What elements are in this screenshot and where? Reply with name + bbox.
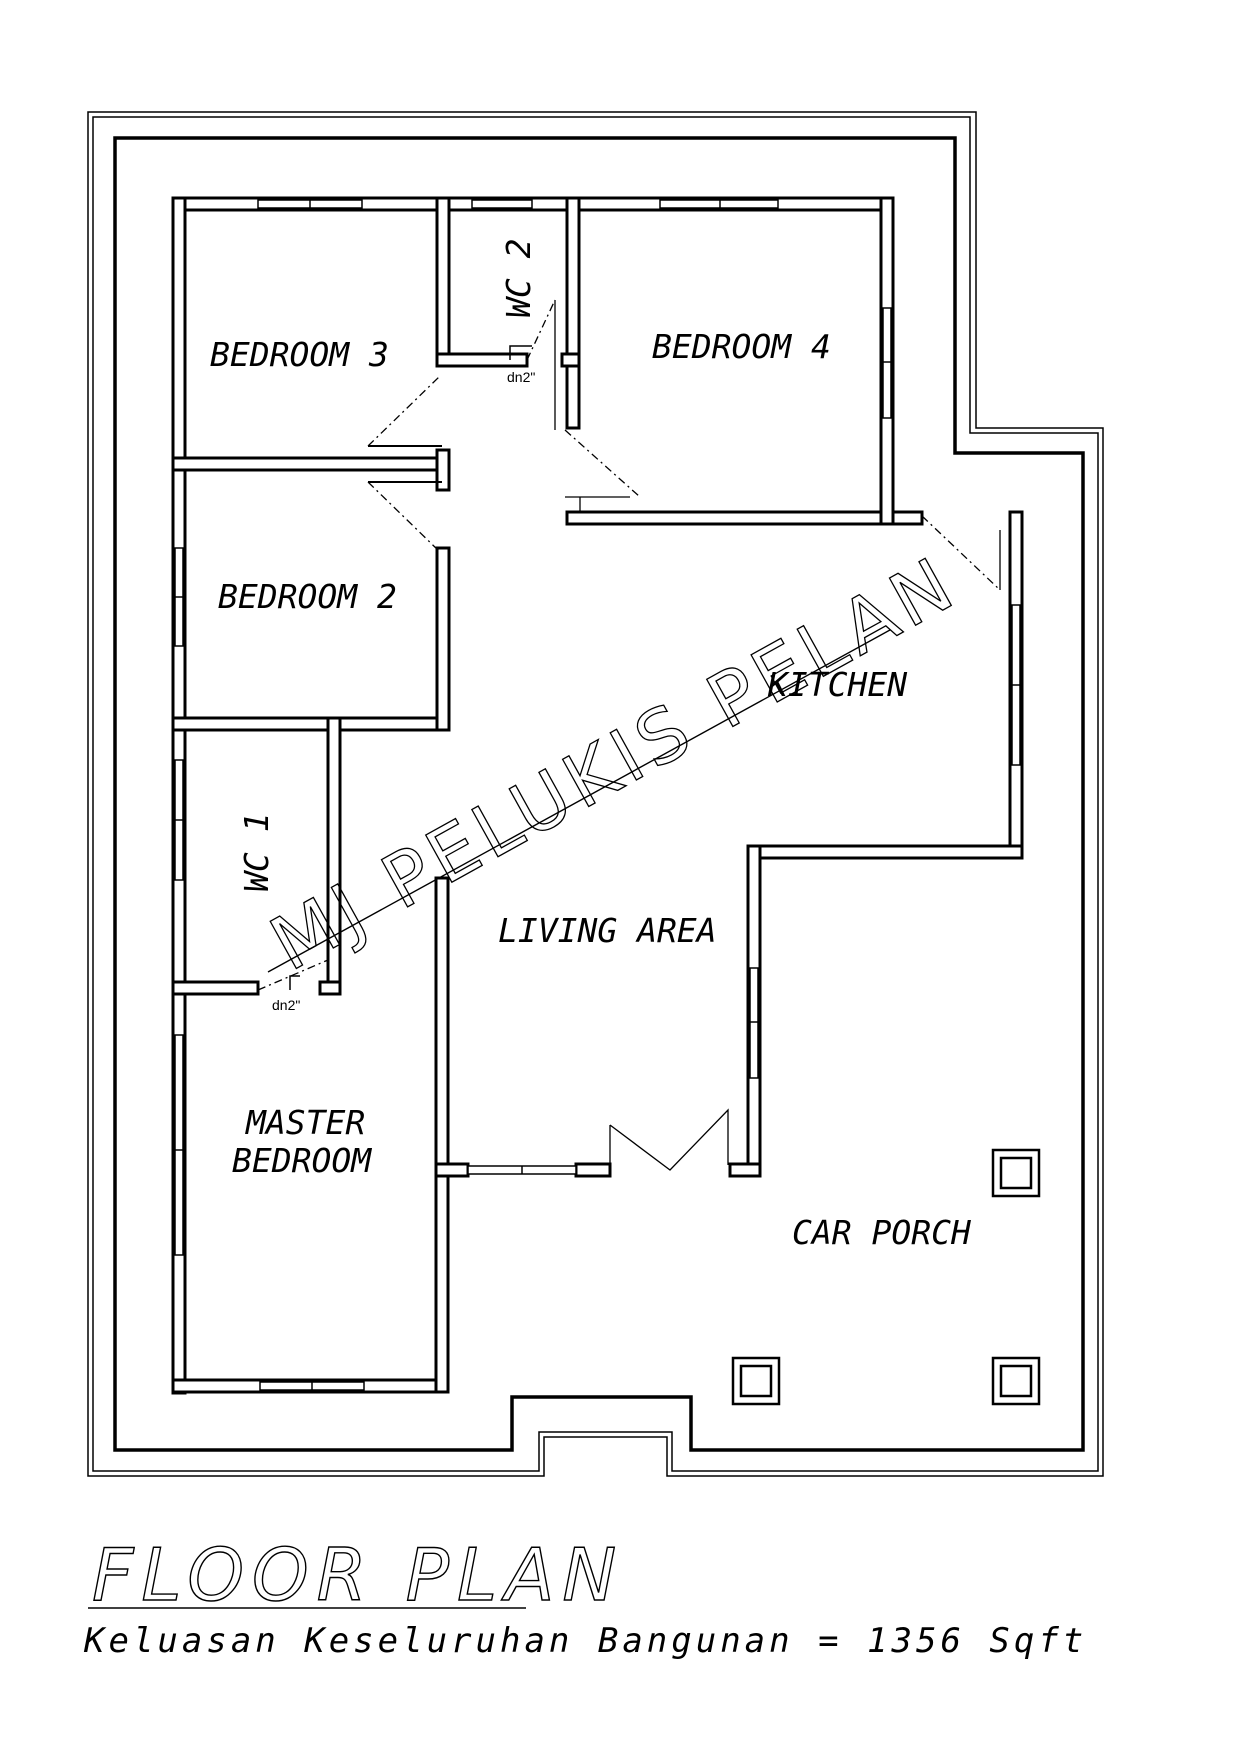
- car-porch-columns: [731, 1148, 1041, 1406]
- room-label-master-line1: MASTER: [245, 1103, 365, 1142]
- drawing-title: FLOOR PLAN: [92, 1533, 624, 1617]
- windows: [174, 199, 1021, 1391]
- room-label-bedroom-2: BEDROOM 2: [218, 577, 397, 616]
- drawing-subtitle: Keluasan Keseluruhan Bangunan = 1356 Sqf…: [83, 1621, 1087, 1661]
- step-note-1: dn2": [507, 369, 535, 385]
- roof-outline: [87, 111, 1104, 1477]
- step-note-2: dn2": [272, 997, 300, 1013]
- step-marks: [289, 345, 532, 990]
- room-label-master-line2: BEDROOM: [232, 1141, 372, 1180]
- room-label-wc-1: WC 1: [237, 813, 276, 892]
- room-label-bedroom-3: BEDROOM 3: [210, 335, 389, 374]
- door-swings: [257, 299, 1001, 1171]
- room-label-wc-2: WC 2: [499, 239, 538, 318]
- room-label-kitchen: KITCHEN: [767, 665, 907, 704]
- room-label-car-porch: CAR PORCH: [792, 1213, 971, 1252]
- room-label-bedroom-4: BEDROOM 4: [652, 327, 831, 366]
- room-label-living-area: LIVING AREA: [498, 911, 717, 950]
